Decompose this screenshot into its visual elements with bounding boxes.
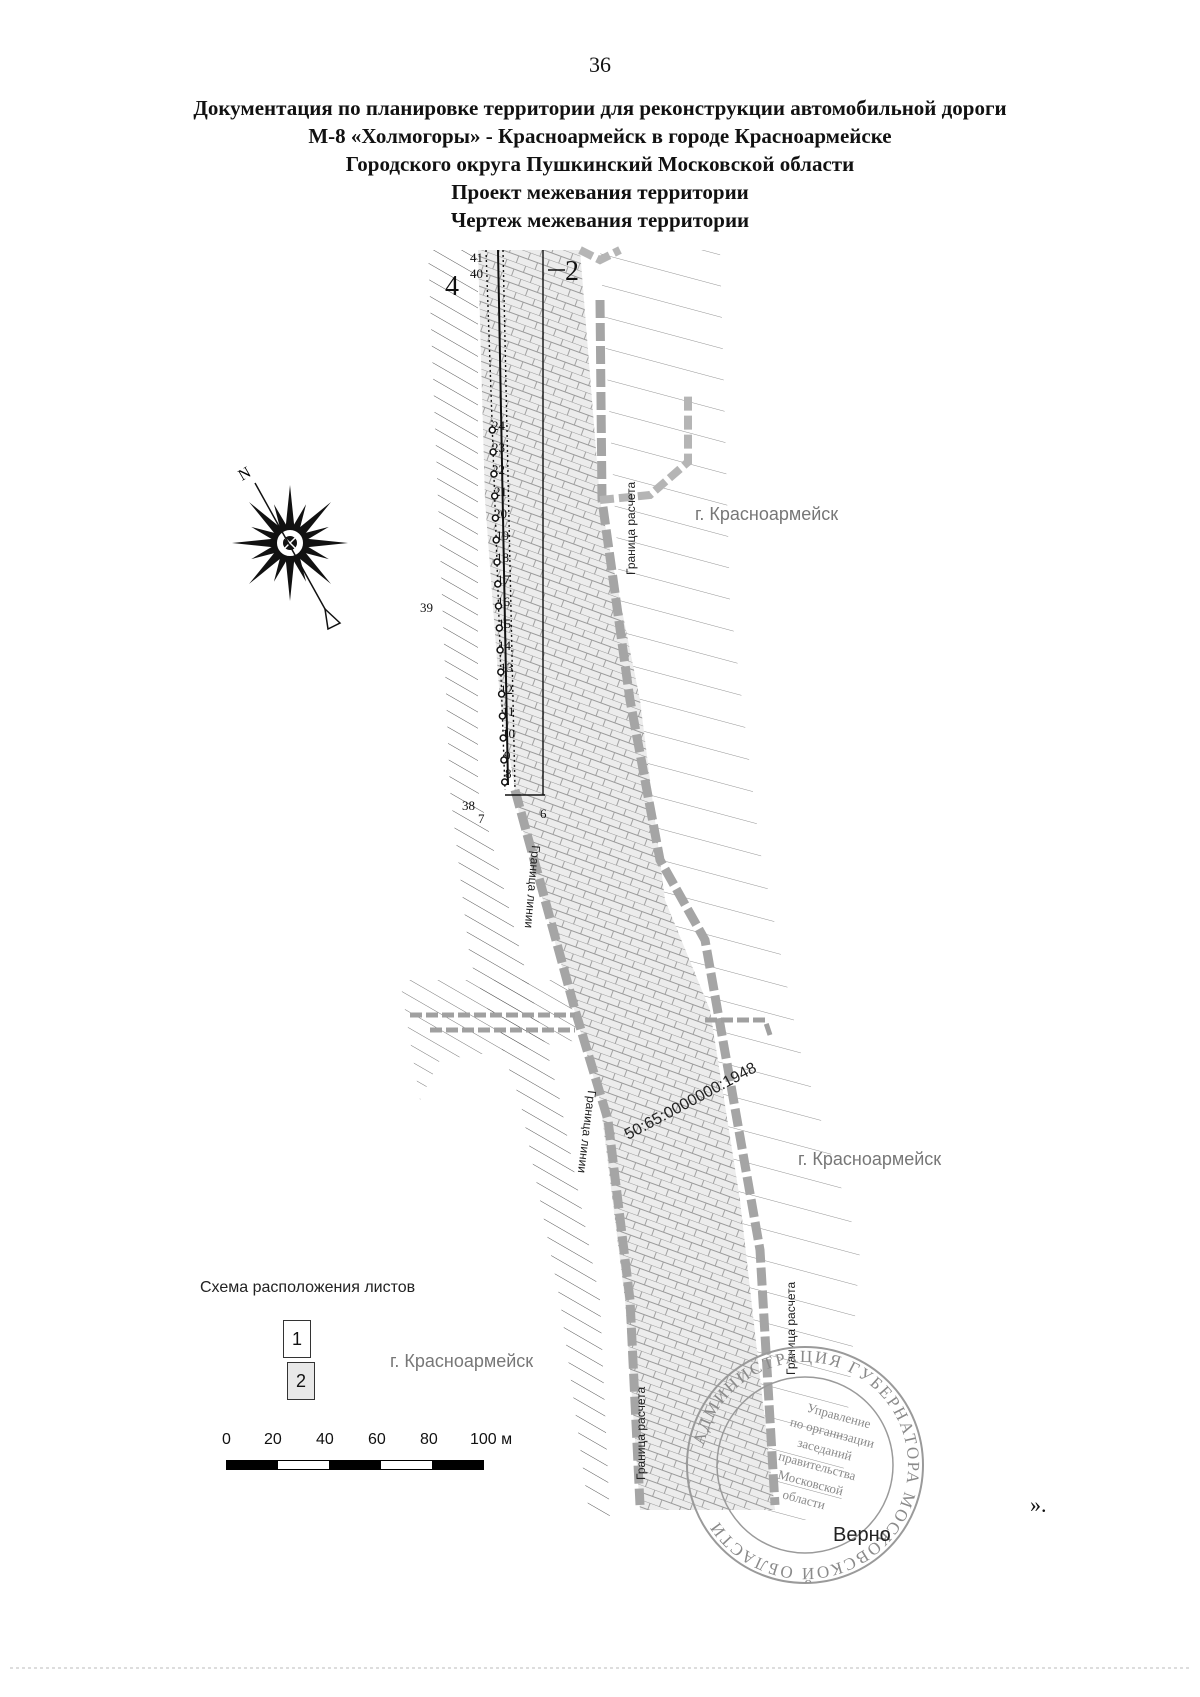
town-label-2: г. Красноармейск — [798, 1149, 941, 1169]
sheet-scheme-title: Схема расположения листов — [200, 1279, 416, 1296]
point-number-39: 39 — [420, 600, 433, 615]
sheet-label-left: 4 — [445, 271, 459, 302]
survey-point-marker — [490, 492, 499, 500]
left-hatch-area-2 — [400, 980, 580, 1100]
compass-arrow-icon — [323, 606, 342, 631]
title-line-1: Документация по планировке территории дл… — [193, 96, 1007, 120]
survey-point-marker — [496, 646, 504, 654]
calc-boundary-label-1: Граница расчета — [624, 482, 638, 575]
survey-point-marker — [497, 690, 506, 698]
survey-point-marker — [492, 536, 500, 544]
survey-point-marker — [488, 426, 497, 434]
survey-point-marker — [490, 470, 498, 478]
point-number-7: 7 — [478, 811, 485, 826]
left-hatch-area — [428, 250, 610, 1520]
survey-point-marker — [498, 712, 507, 720]
survey-point-marker — [495, 624, 504, 632]
boundary-side-road — [410, 1012, 575, 1033]
survey-point-marker — [494, 580, 502, 588]
title-line-3: Городского округа Пушкинский Московской … — [345, 152, 855, 176]
survey-point-marker — [493, 558, 501, 566]
boundary-top — [578, 246, 622, 265]
scale-labels: 0 20 40 60 80 100 м — [212, 1431, 512, 1451]
calc-boundary-label-2: Граница расчета — [634, 1387, 648, 1480]
verno-mark: Верно — [833, 1524, 891, 1546]
scale-label-0: 0 — [222, 1431, 231, 1448]
boundary-left — [510, 788, 645, 1506]
title-line-4: Проект межевания территории — [451, 180, 749, 204]
page-number: 36 — [589, 52, 611, 77]
boundary-branch — [599, 395, 692, 504]
survey-point-marker — [500, 778, 509, 786]
survey-line-left — [497, 249, 509, 786]
title-line-5: Чертеж межевания территории — [450, 208, 750, 232]
right-hatch-area — [600, 250, 860, 1520]
point-number-41: 41 — [470, 250, 483, 265]
calc-boundary-label-3: Граница расчета — [784, 1282, 798, 1375]
survey-point-marker — [497, 668, 505, 676]
scale-label-100: 100 м — [470, 1431, 513, 1448]
point-number-40: 40 — [470, 266, 483, 281]
town-label-3: г. Красноармейск — [390, 1351, 533, 1371]
compass-needle — [254, 482, 331, 619]
closing-quote: ». — [1030, 1492, 1047, 1517]
point-number-38: 38 — [462, 798, 475, 813]
sheet-box-1: 1 — [283, 1320, 311, 1358]
scale-label-60: 60 — [368, 1431, 386, 1448]
point-number-8: 8 — [505, 766, 512, 781]
survey-point-marker — [491, 514, 500, 522]
red-line-label-1: Граница линии — [522, 845, 543, 929]
scale-label-20: 20 — [264, 1431, 282, 1448]
point-number-6: 6 — [540, 806, 547, 821]
survey-line-inner — [502, 249, 516, 791]
compass-rose: N — [232, 464, 348, 631]
scale-label-80: 80 — [420, 1431, 438, 1448]
document-title: Документация по планировке территории дл… — [0, 94, 1200, 234]
compass-letter: N — [236, 464, 255, 485]
sheet-label-right: 2 — [565, 256, 579, 287]
boundary-right — [595, 299, 780, 1506]
survey-point-marker — [489, 448, 497, 456]
survey-point-marker — [499, 734, 507, 742]
survey-point-marker — [500, 756, 508, 764]
red-line-label-2: Граница линии — [575, 1090, 599, 1174]
scale-label-40: 40 — [316, 1431, 334, 1448]
road-corridor — [478, 250, 775, 1510]
survey-points: 4140242322212019181716151413121110983938… — [420, 250, 547, 826]
point-number-9: 9 — [504, 748, 511, 763]
survey-point-marker — [494, 602, 503, 610]
scale-bar — [226, 1460, 484, 1470]
title-line-2: М-8 «Холмогоры» - Красноармейск в городе… — [308, 124, 892, 148]
sheet-box-2: 2 — [287, 1362, 315, 1400]
boundary-east-road — [705, 1017, 773, 1036]
town-label-1: г. Красноармейск — [695, 504, 838, 524]
